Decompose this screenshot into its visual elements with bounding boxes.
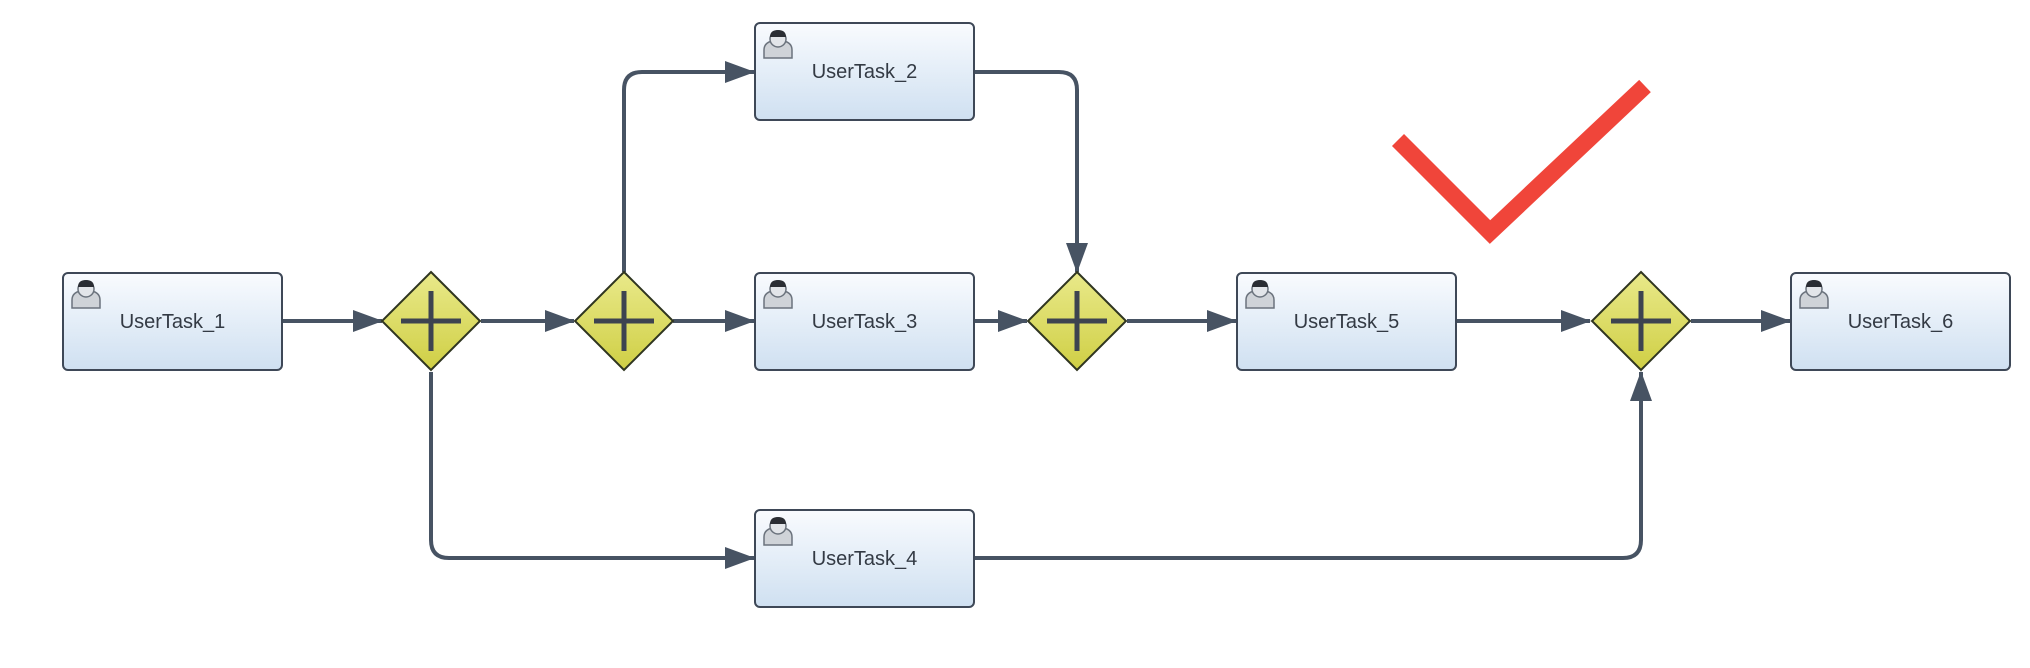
- user-task[interactable]: UserTask_3: [754, 272, 975, 371]
- plus-icon: [1047, 291, 1107, 351]
- sequence-flows: [282, 61, 1791, 569]
- checkmark-icon: [1391, 79, 1651, 244]
- user-task[interactable]: UserTask_6: [1790, 272, 2011, 371]
- task-label: UserTask_1: [120, 311, 226, 333]
- user-task[interactable]: UserTask_4: [754, 509, 975, 608]
- task-label: UserTask_6: [1848, 311, 1954, 333]
- flow-g2-t2[interactable]: [622, 61, 755, 272]
- user-icon: [763, 280, 793, 309]
- parallel-gateway[interactable]: [380, 270, 482, 372]
- flow-g1-t4[interactable]: [429, 372, 755, 569]
- plus-icon: [401, 291, 461, 351]
- task-label: UserTask_3: [812, 311, 918, 333]
- task-label: UserTask_5: [1294, 311, 1400, 333]
- user-task[interactable]: UserTask_5: [1236, 272, 1457, 371]
- plus-icon: [594, 291, 654, 351]
- user-task[interactable]: UserTask_2: [754, 22, 975, 121]
- user-icon: [1799, 280, 1829, 309]
- user-icon: [763, 30, 793, 59]
- user-icon: [1245, 280, 1275, 309]
- user-icon: [763, 517, 793, 546]
- task-label: UserTask_4: [812, 548, 918, 570]
- parallel-gateway[interactable]: [573, 270, 675, 372]
- task-label: UserTask_2: [812, 61, 918, 83]
- plus-icon: [1611, 291, 1671, 351]
- user-task[interactable]: UserTask_1: [62, 272, 283, 371]
- user-icon: [71, 280, 101, 309]
- parallel-gateway[interactable]: [1590, 270, 1692, 372]
- flow-t4-g4[interactable]: [974, 371, 1652, 560]
- flow-t2-g3[interactable]: [974, 70, 1088, 273]
- parallel-gateway[interactable]: [1026, 270, 1128, 372]
